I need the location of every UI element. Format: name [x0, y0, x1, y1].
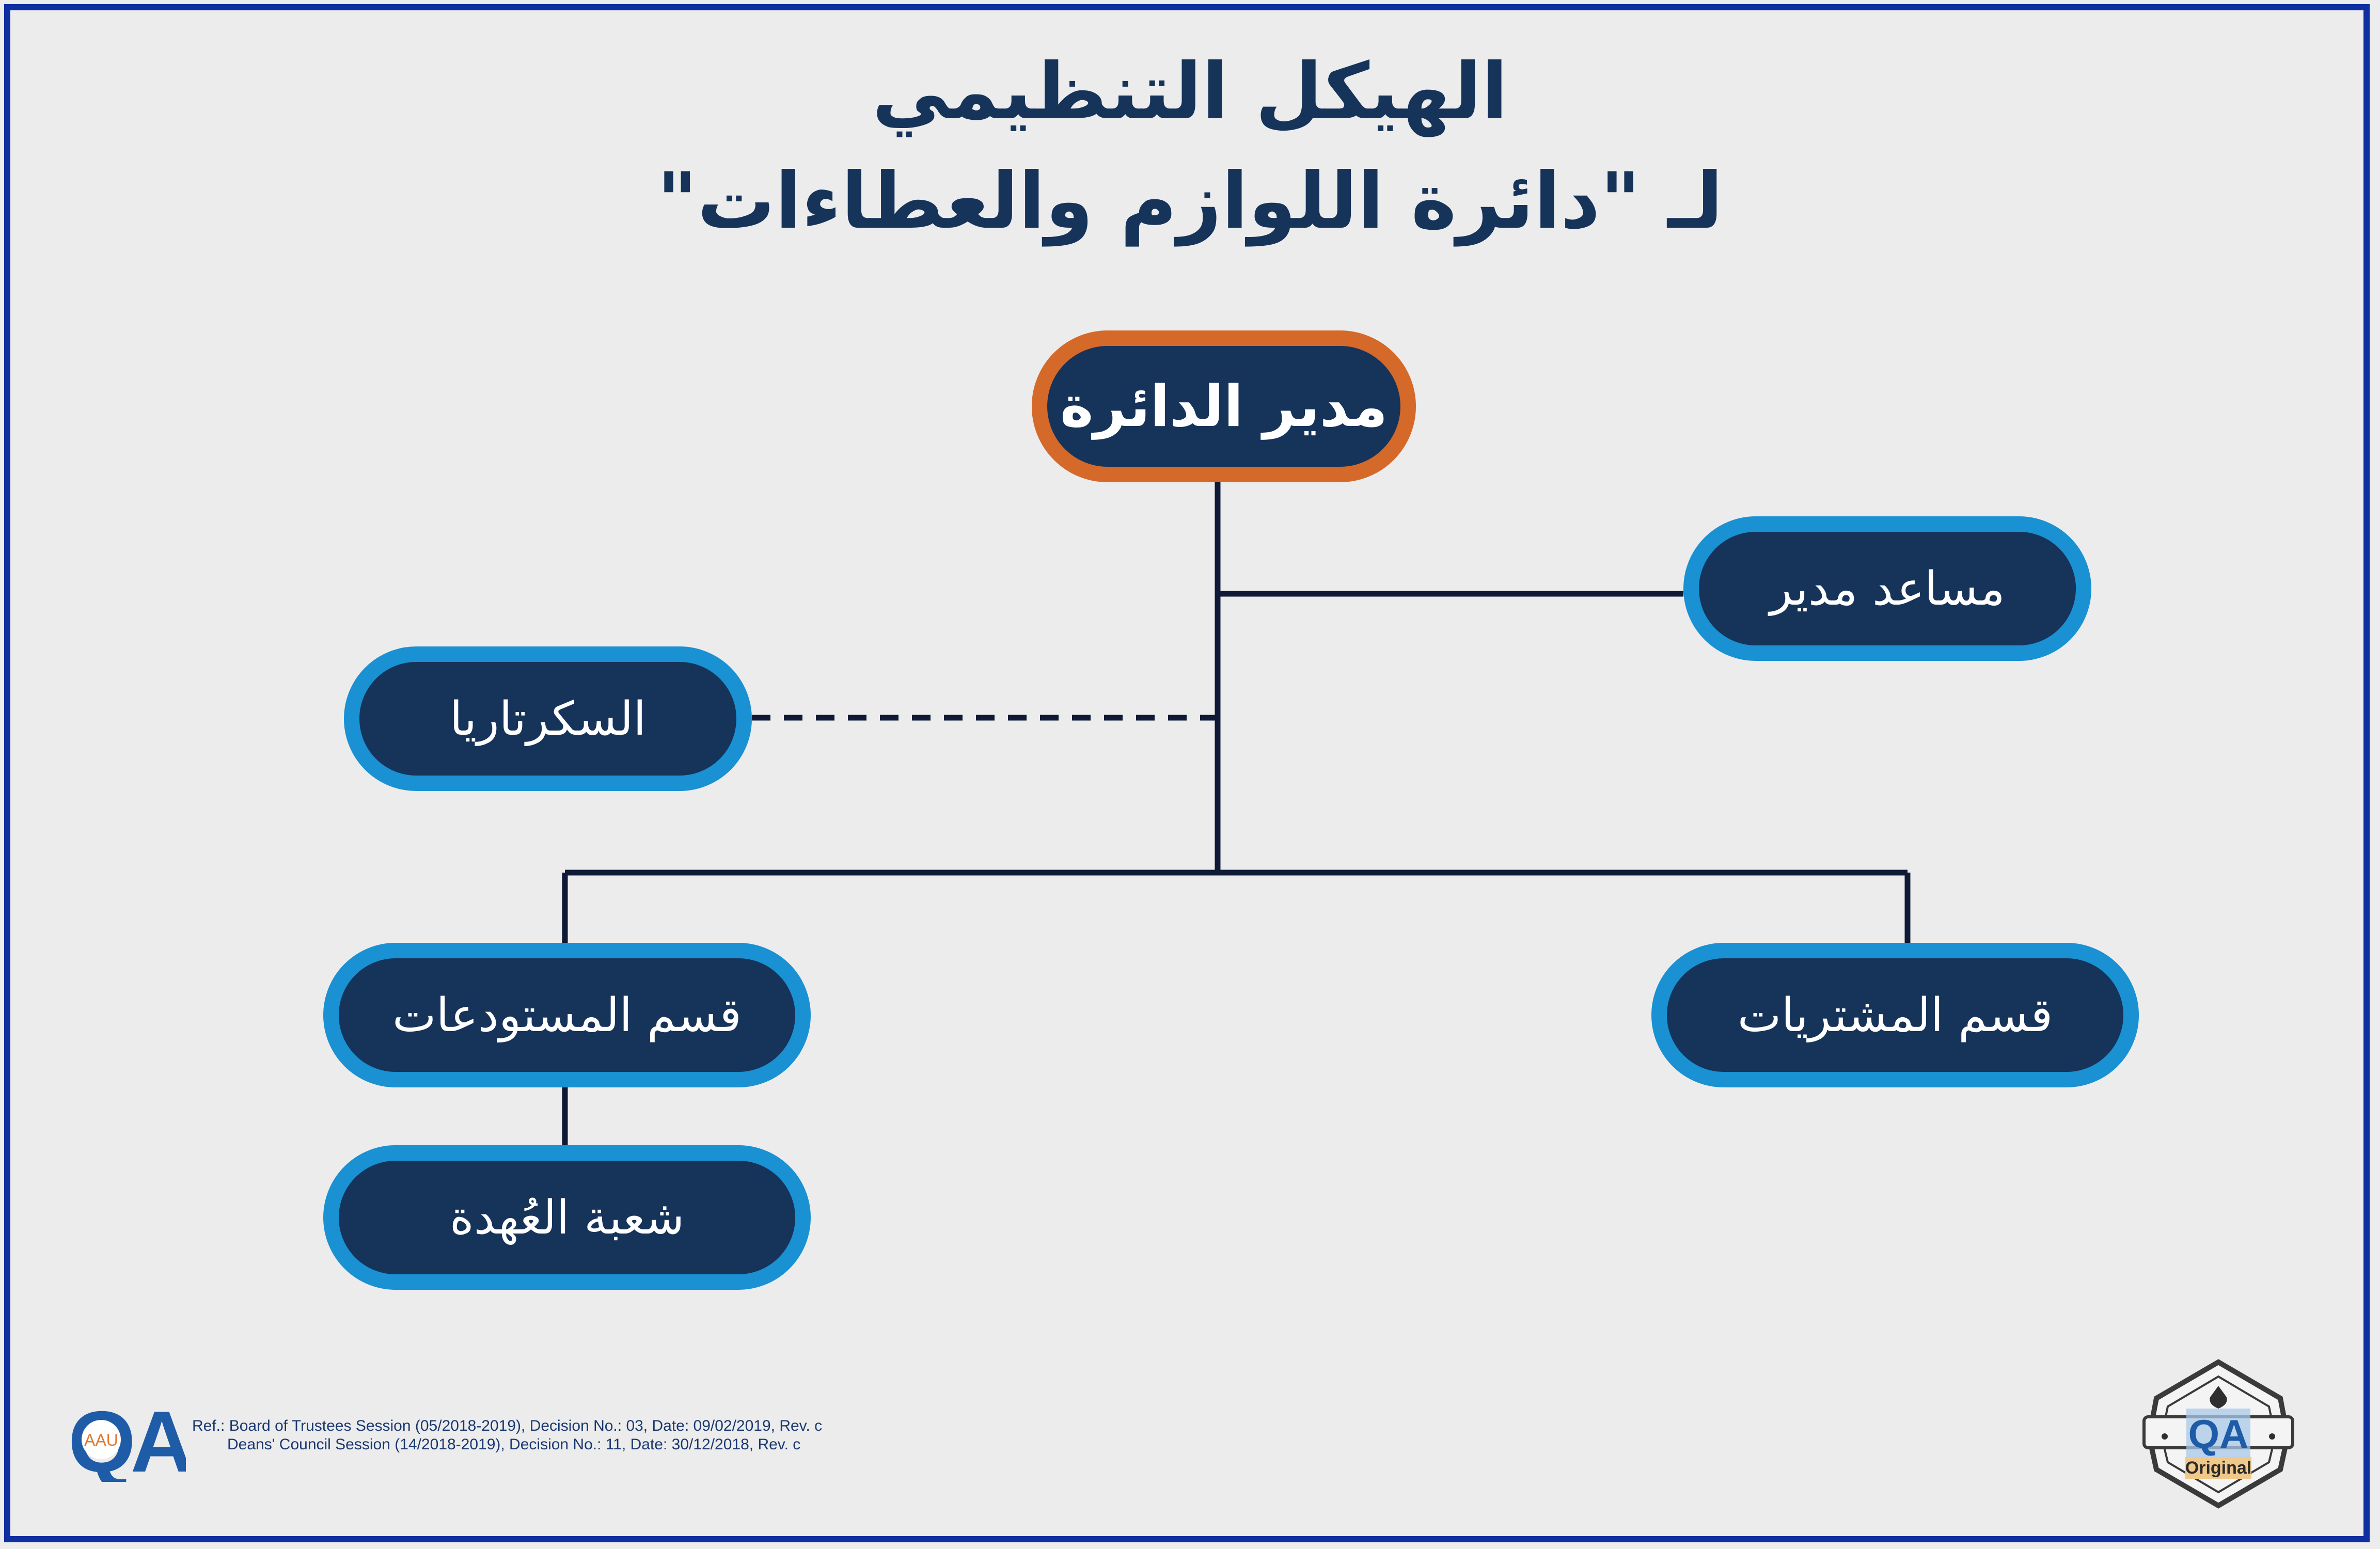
chart-title: الهيكل التنظيمي: [872, 47, 1508, 137]
qa-original-badge: QA Original: [2142, 1359, 2294, 1509]
badge-original-label: Original: [2185, 1458, 2251, 1478]
reference-note: Ref.: Board of Trustees Session (05/2018…: [192, 1417, 822, 1454]
badge-qa-text: QA: [2188, 1411, 2249, 1457]
node-purchases-section: قسم المشتريات: [1651, 943, 2139, 1087]
node-warehouses-section: قسم المستودعات: [323, 943, 811, 1087]
qa-aau-logo: QA AAU: [68, 1394, 186, 1482]
reference-line-2: Deans' Council Session (14/2018-2019), D…: [227, 1436, 801, 1453]
aau-logo-text: AAU: [84, 1431, 118, 1449]
node-assistant-director: مساعد مدير: [1683, 516, 2091, 661]
node-custody-division: شعبة العُهدة: [323, 1145, 811, 1290]
node-department-director: مدير الدائرة: [1032, 330, 1416, 482]
reference-line-1: Ref.: Board of Trustees Session (05/2018…: [192, 1417, 823, 1434]
chart-subtitle: لـ "دائرة اللوازم والعطاءات": [657, 156, 1723, 246]
page-frame: [4, 4, 2370, 1542]
node-secretariat: السكرتاريا: [344, 646, 752, 791]
